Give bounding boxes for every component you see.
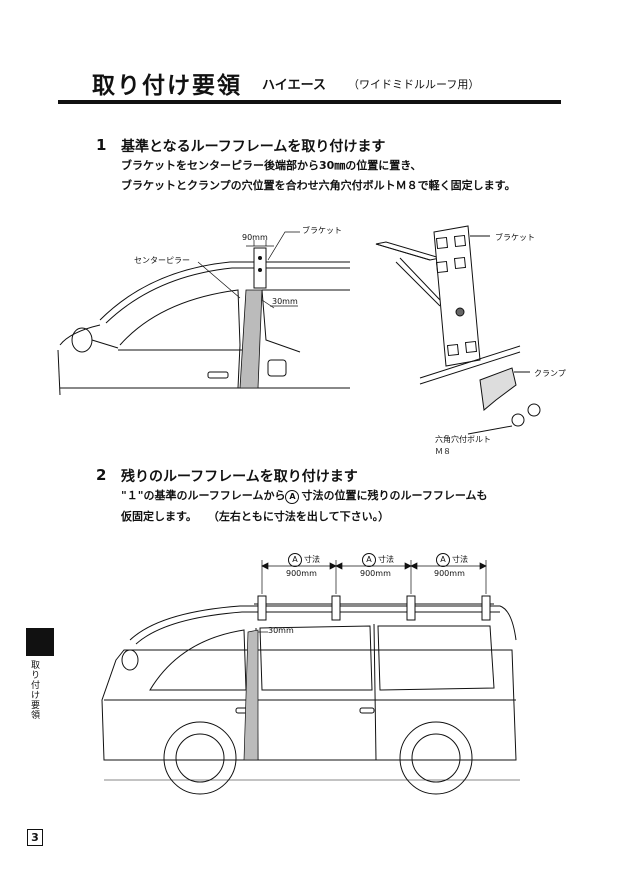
step-1-line-1: ブラケットをセンターピラー後端部から30㎜の位置に置き、 [121, 159, 422, 172]
page-number: 3 [27, 829, 43, 846]
step-2-heading: 残りのルーフフレームを取り付けます [121, 469, 358, 485]
bracket-label-front: ブラケット [302, 226, 342, 235]
vehicle-name: ハイエース [262, 78, 326, 93]
dim-a-3-value: 900mm [434, 569, 465, 578]
bolt-label-line-1: 六角穴付ボルト [435, 435, 491, 444]
clamp-label: クランプ [534, 369, 566, 378]
step-1-number: 1 [96, 136, 107, 154]
bolt-label-line-2: Ｍ８ [435, 447, 451, 456]
dim-30mm-label-front: 30mm [272, 297, 298, 306]
dim-90mm-label: 90mm [242, 233, 268, 242]
center-pillar-label: センターピラー [134, 256, 190, 265]
dimension-a-mark: A [285, 490, 300, 504]
page-title: 取り付け要領 [92, 73, 242, 99]
step-2-number: 2 [96, 466, 107, 484]
section-tab [26, 628, 54, 656]
step-1-heading: 基準となるルーフフレームを取り付けます [121, 139, 386, 155]
dim-a-1-value: 900mm [286, 569, 317, 578]
vehicle-variant: （ワイドミドルルーフ用） [348, 78, 480, 91]
step-2-line-1-post: 寸法の位置に残りのルーフフレームも [301, 489, 488, 502]
dim-a-2-value: 900mm [360, 569, 391, 578]
step-2-line-2: 仮固定します。 （左右ともに寸法を出して下さい。） [121, 510, 390, 523]
title-rule [58, 100, 561, 104]
step-2-line-1-pre: "１"の基準のルーフフレームから [121, 489, 286, 502]
step-1-line-2: ブラケットとクランプの穴位置を合わせ六角穴付ボルトＭ８で軽く固定します。 [121, 179, 516, 192]
dim-30mm-label-full: 30mm [268, 626, 294, 635]
bracket-label-detail: ブラケット [495, 233, 535, 242]
section-tab-label: 取り付け要領 [29, 660, 39, 720]
